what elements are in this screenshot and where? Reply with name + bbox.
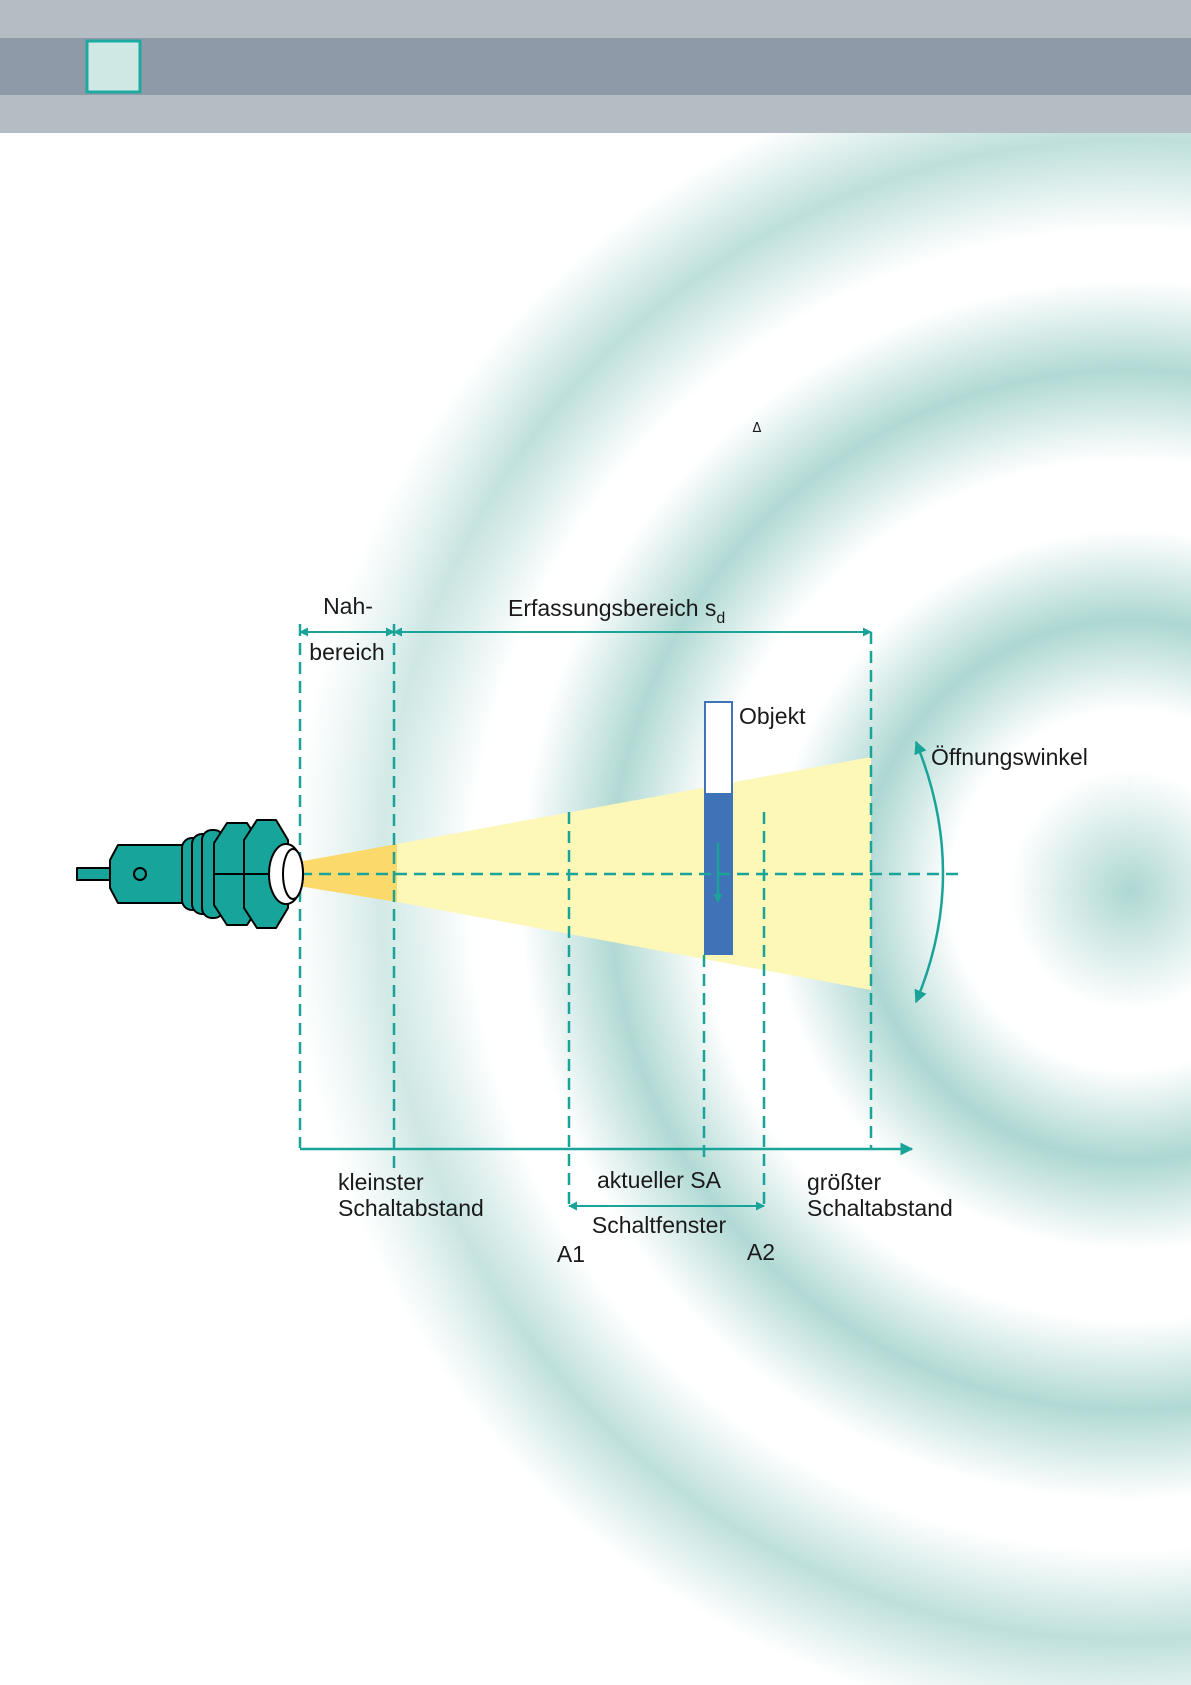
object-outline <box>705 702 732 794</box>
small-triangle-mark: Δ <box>753 421 762 436</box>
label-near-zone-2: bereich <box>309 639 384 665</box>
label-opening-angle: Öffnungswinkel <box>931 744 1088 770</box>
label-current-sa: aktueller SA <box>597 1167 722 1193</box>
chapter-marker-box <box>87 41 140 92</box>
label-a2: A2 <box>747 1239 775 1265</box>
label-a1: A1 <box>557 1241 585 1267</box>
label-max-distance-1: größter <box>807 1169 881 1195</box>
header-stripe <box>0 38 1191 95</box>
label-near-zone-1: Nah- <box>323 593 373 619</box>
label-switching-window: Schaltfenster <box>592 1212 727 1238</box>
label-object: Objekt <box>739 703 806 729</box>
label-min-distance-2: Schaltabstand <box>338 1195 484 1221</box>
label-max-distance-2: Schaltabstand <box>807 1195 953 1221</box>
label-min-distance-1: kleinster <box>338 1169 424 1195</box>
